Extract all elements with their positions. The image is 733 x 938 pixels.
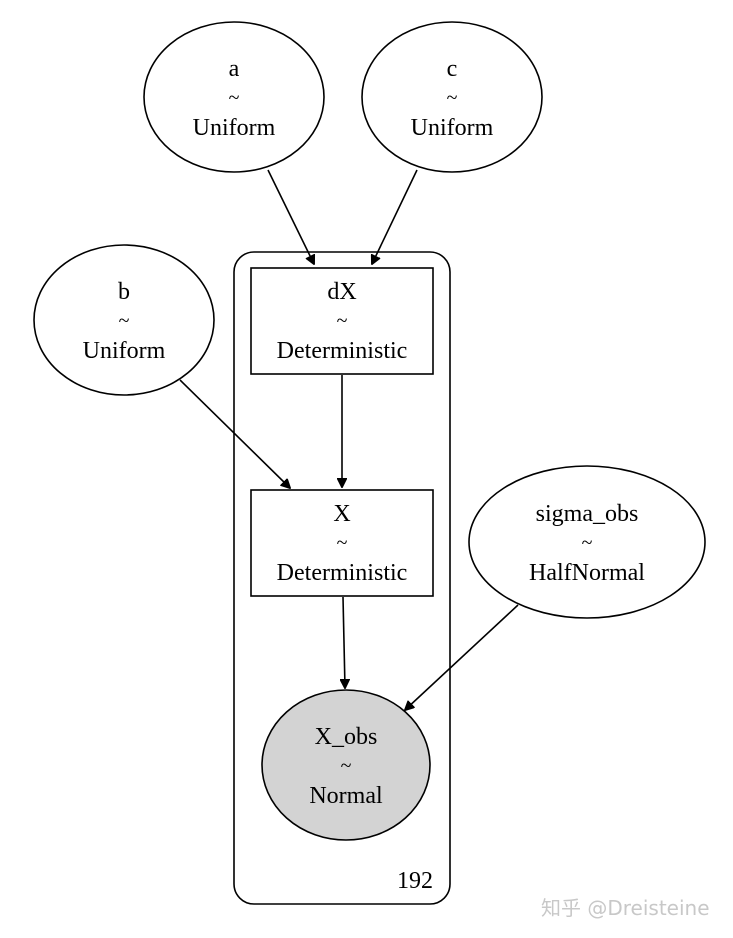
node-a-name: a: [229, 56, 240, 82]
node-X-obs-tilde: ~: [341, 755, 352, 777]
node-b-dist: Uniform: [83, 338, 166, 364]
node-dX-tilde: ~: [337, 310, 348, 332]
node-a-dist: Uniform: [193, 115, 276, 141]
node-sigma-obs-tilde: ~: [582, 532, 593, 554]
node-X-name: X: [333, 501, 350, 527]
node-X-shape: [250, 489, 434, 597]
node-X-obs-dist: Normal: [309, 783, 383, 809]
node-a-shape: [143, 21, 325, 173]
node-c-shape: [361, 21, 543, 173]
node-sigma-obs[interactable]: sigma_obs ~ HalfNormal: [468, 465, 706, 619]
node-a[interactable]: a ~ Uniform: [143, 21, 325, 173]
edges: [179, 169, 519, 710]
node-c-tilde: ~: [447, 87, 458, 109]
node-b-shape: [33, 244, 215, 396]
node-X-tilde: ~: [337, 532, 348, 554]
node-a-tilde: ~: [229, 87, 240, 109]
edge-sigma-Xobs: [405, 604, 519, 710]
edge-X-Xobs: [343, 596, 345, 688]
node-sigma-obs-name: sigma_obs: [536, 501, 639, 527]
node-c-dist: Uniform: [411, 115, 494, 141]
node-dX-shape: [250, 267, 434, 375]
node-dX-dist: Deterministic: [277, 338, 408, 364]
node-c[interactable]: c ~ Uniform: [361, 21, 543, 173]
node-X-dist: Deterministic: [277, 560, 408, 586]
node-b-name: b: [118, 279, 130, 305]
edge-c-dX: [372, 169, 418, 264]
node-X[interactable]: X ~ Deterministic: [250, 489, 434, 597]
node-dX-name: dX: [327, 279, 356, 305]
node-X-obs[interactable]: X_obs ~ Normal: [261, 689, 431, 841]
node-sigma-obs-shape: [468, 465, 706, 619]
plate-count: 192: [397, 868, 433, 894]
node-c-name: c: [447, 56, 458, 82]
edge-a-dX: [267, 169, 314, 264]
edge-b-X: [179, 379, 290, 488]
node-b[interactable]: b ~ Uniform: [33, 244, 215, 396]
node-sigma-obs-dist: HalfNormal: [529, 560, 645, 586]
watermark: 知乎 @Dreisteine: [541, 896, 710, 920]
node-X-obs-name: X_obs: [315, 724, 378, 750]
node-dX[interactable]: dX ~ Deterministic: [250, 267, 434, 375]
node-X-obs-shape: [261, 689, 431, 841]
node-b-tilde: ~: [119, 310, 130, 332]
